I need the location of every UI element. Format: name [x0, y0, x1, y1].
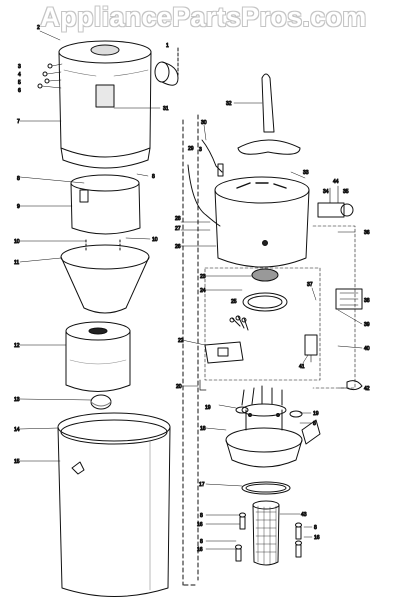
callout: 36: [364, 230, 370, 236]
callout: 16: [314, 535, 320, 541]
callout: 12: [14, 343, 20, 349]
callout: 39: [364, 322, 370, 328]
watermark: AppliancePartsPros.com: [40, 2, 367, 32]
callout: 8: [200, 513, 203, 519]
callout: 31: [163, 106, 169, 112]
callout: 40: [364, 346, 370, 352]
callout: 8: [152, 174, 155, 180]
callout: 14: [14, 427, 20, 433]
callout-numbers: 2 3 4 5 6 7 8 9 10 11 12 13 14 15 8 10 1…: [14, 25, 371, 554]
power-cord: [187, 139, 224, 227]
filter-cartridge: [65, 321, 131, 392]
callout: 27: [175, 226, 181, 232]
callout: 32: [226, 101, 232, 107]
callout: 8: [200, 539, 203, 545]
callout: 19: [205, 405, 211, 411]
callout: 10: [152, 237, 158, 243]
screw-group: [229, 315, 249, 331]
motor-gasket: [242, 268, 288, 312]
callout: 24: [200, 288, 206, 294]
callout: 10: [14, 239, 20, 245]
callout: 35: [343, 189, 349, 195]
callout: 17: [199, 482, 205, 488]
callout: 26: [175, 244, 181, 250]
filter-funnel: [60, 239, 150, 314]
terminal-block: [335, 288, 363, 310]
callout: 16: [197, 522, 203, 528]
callout: 37: [307, 282, 313, 288]
float-ball: [90, 394, 112, 410]
callout: 8: [17, 176, 20, 182]
handle: [237, 73, 301, 155]
callout: 9: [17, 204, 20, 210]
bottom-gasket: [241, 481, 291, 495]
callout: 22: [178, 338, 184, 344]
callout: 38: [364, 298, 370, 304]
callout: 2: [37, 25, 40, 31]
leader-lines: [19, 30, 363, 550]
callout: 5: [18, 80, 21, 86]
callout: 28: [175, 216, 181, 222]
callout: 42: [364, 386, 370, 392]
callout: 3: [18, 64, 21, 70]
callout: 20: [176, 384, 182, 390]
motor-housing: [214, 176, 310, 268]
switch-assembly: [317, 185, 354, 218]
callout: 4: [18, 72, 21, 78]
callout: 30: [201, 120, 207, 126]
relay-board: [204, 341, 244, 364]
screw-set: [37, 63, 63, 89]
callout: 44: [333, 179, 339, 185]
callout: 43: [301, 512, 307, 518]
dirt-canister: [57, 412, 171, 597]
callout: 13: [14, 397, 20, 403]
cord-connector: [346, 380, 363, 391]
bumpers: [235, 512, 302, 562]
callout: 15: [14, 459, 20, 465]
callout: 7: [17, 119, 20, 125]
callout: 16: [197, 547, 203, 553]
callout: 11: [14, 260, 19, 266]
callout: 25: [231, 299, 237, 305]
callout: 41: [299, 364, 305, 370]
capacitor: [304, 334, 318, 363]
exhaust-outlet: [154, 47, 179, 86]
callout: 1: [166, 43, 169, 49]
filter-screen: [252, 500, 280, 566]
callout: 23: [200, 274, 206, 280]
callout: 34: [323, 189, 329, 195]
callout: 18: [200, 426, 206, 432]
vacuum-motor: [225, 385, 321, 468]
motor-cover: [58, 40, 152, 169]
callout: 8: [314, 525, 317, 531]
filter-cage: [70, 174, 141, 235]
callout: 3: [199, 147, 202, 153]
callout: 8: [313, 421, 316, 427]
washers: [235, 406, 303, 418]
callout: 19: [313, 411, 319, 417]
callout: 6: [18, 88, 21, 94]
callout: 29: [188, 146, 194, 152]
callout: 33: [303, 170, 309, 176]
